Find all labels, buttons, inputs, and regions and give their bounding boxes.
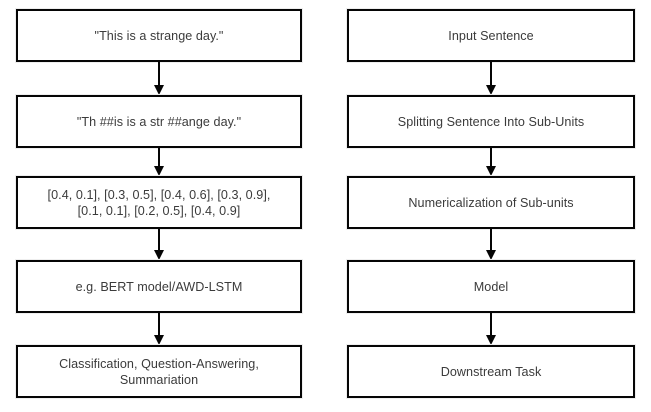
- connector-arrow-example-3: [153, 229, 165, 260]
- arrow-head-icon: [486, 166, 496, 176]
- connector-arrow-stage-1: [485, 62, 497, 95]
- node-label: Classification, Question-Answering, Summ…: [59, 356, 259, 387]
- node-example-numericalization[interactable]: [0.4, 0.1], [0.3, 0.5], [0.4, 0.6], [0.3…: [16, 176, 302, 229]
- node-example-model[interactable]: e.g. BERT model/AWD-LSTM: [16, 260, 302, 313]
- node-label: Model: [473, 279, 509, 294]
- node-label: Input Sentence: [448, 28, 534, 43]
- node-label: [0.4, 0.1], [0.3, 0.5], [0.4, 0.6], [0.3…: [47, 187, 271, 218]
- connector-arrow-stage-2: [485, 148, 497, 176]
- node-label: Numericalization of Sub-units: [408, 195, 574, 210]
- node-example-task[interactable]: Classification, Question-Answering, Summ…: [16, 345, 302, 398]
- node-label: "This is a strange day.": [94, 28, 224, 43]
- flowchart-column-stages: Input Sentence Splitting Sentence Into S…: [347, 0, 635, 412]
- arrow-head-icon: [154, 335, 164, 345]
- node-label: "Th ##is is a str ##ange day.": [76, 114, 242, 129]
- flowchart-column-example: "This is a strange day." "Th ##is is a s…: [16, 0, 302, 412]
- arrow-shaft: [490, 62, 492, 85]
- node-stage-task[interactable]: Downstream Task: [347, 345, 635, 398]
- arrow-shaft: [490, 148, 492, 166]
- arrow-shaft: [158, 62, 160, 85]
- connector-arrow-stage-4: [485, 313, 497, 345]
- node-label: Splitting Sentence Into Sub-Units: [397, 114, 585, 129]
- arrow-head-icon: [486, 250, 496, 260]
- node-stage-subunits[interactable]: Splitting Sentence Into Sub-Units: [347, 95, 635, 148]
- arrow-head-icon: [154, 85, 164, 95]
- arrow-head-icon: [154, 166, 164, 176]
- connector-arrow-example-2: [153, 148, 165, 176]
- connector-arrow-example-1: [153, 62, 165, 95]
- node-label: Downstream Task: [440, 364, 542, 379]
- arrow-head-icon: [154, 250, 164, 260]
- node-label: e.g. BERT model/AWD-LSTM: [75, 279, 243, 294]
- arrow-shaft: [490, 229, 492, 250]
- arrow-shaft: [158, 313, 160, 335]
- arrow-shaft: [158, 229, 160, 250]
- node-example-subunits[interactable]: "Th ##is is a str ##ange day.": [16, 95, 302, 148]
- node-example-input[interactable]: "This is a strange day.": [16, 9, 302, 62]
- connector-arrow-stage-3: [485, 229, 497, 260]
- node-stage-numericalization[interactable]: Numericalization of Sub-units: [347, 176, 635, 229]
- arrow-head-icon: [486, 85, 496, 95]
- arrow-head-icon: [486, 335, 496, 345]
- connector-arrow-example-4: [153, 313, 165, 345]
- arrow-shaft: [158, 148, 160, 166]
- arrow-shaft: [490, 313, 492, 335]
- node-stage-model[interactable]: Model: [347, 260, 635, 313]
- node-stage-input[interactable]: Input Sentence: [347, 9, 635, 62]
